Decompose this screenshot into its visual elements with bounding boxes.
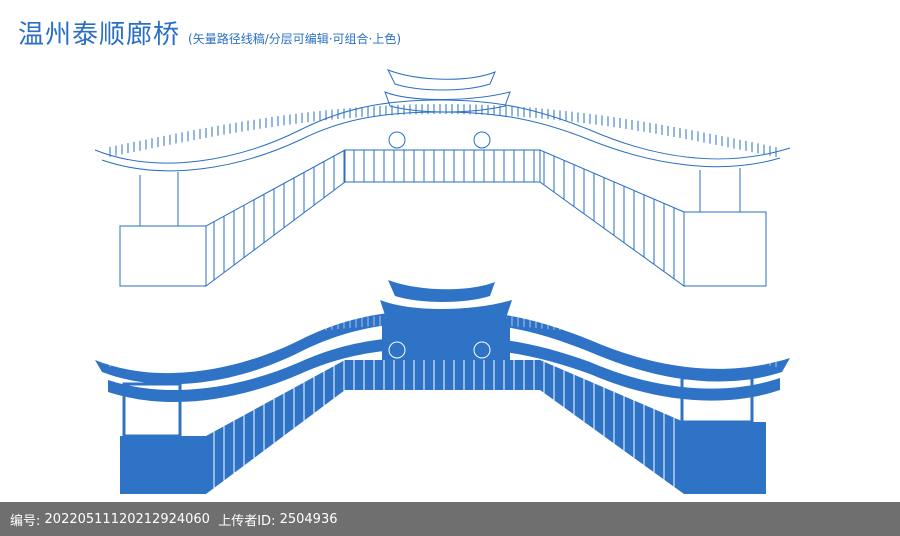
main-roof-outline [94,99,791,164]
center-body-outline [344,149,541,183]
round-window-left [388,131,406,149]
bridge-filled [95,280,790,494]
wall-slats-filled [213,360,675,489]
upper-roof-outline [384,91,511,113]
left-ramp-filled [206,360,345,494]
id-label: 编号: [10,513,41,529]
right-pier-filled [684,422,766,494]
left-pier-filled [120,436,206,494]
top-roof-filled [388,280,495,302]
page-subtitle: (矢量路径线稿/分层可编辑·可组合·上色) [188,32,402,46]
left-pier-outline [119,225,207,287]
uploader-label: 上传者ID: [218,513,276,529]
header: 温州泰顺廊桥 (矢量路径线稿/分层可编辑·可组合·上色) [18,14,401,51]
center-body-filled [345,360,540,390]
right-pier-outline [683,211,767,287]
round-window-right [473,131,491,149]
wall-slats [213,150,675,281]
id-value: 20220511120212924060 [44,511,210,527]
top-roof-outline [386,69,496,91]
footer-bar: 编号: 20220511120212924060 上传者ID: 2504936 [0,502,900,536]
bridge-outline [94,69,791,287]
page-title: 温州泰顺廊桥 [18,20,181,50]
uploader-value: 2504936 [279,511,338,527]
roof-tiles [109,104,777,158]
right-ramp-outline [539,149,685,287]
right-ramp-filled [540,360,684,494]
